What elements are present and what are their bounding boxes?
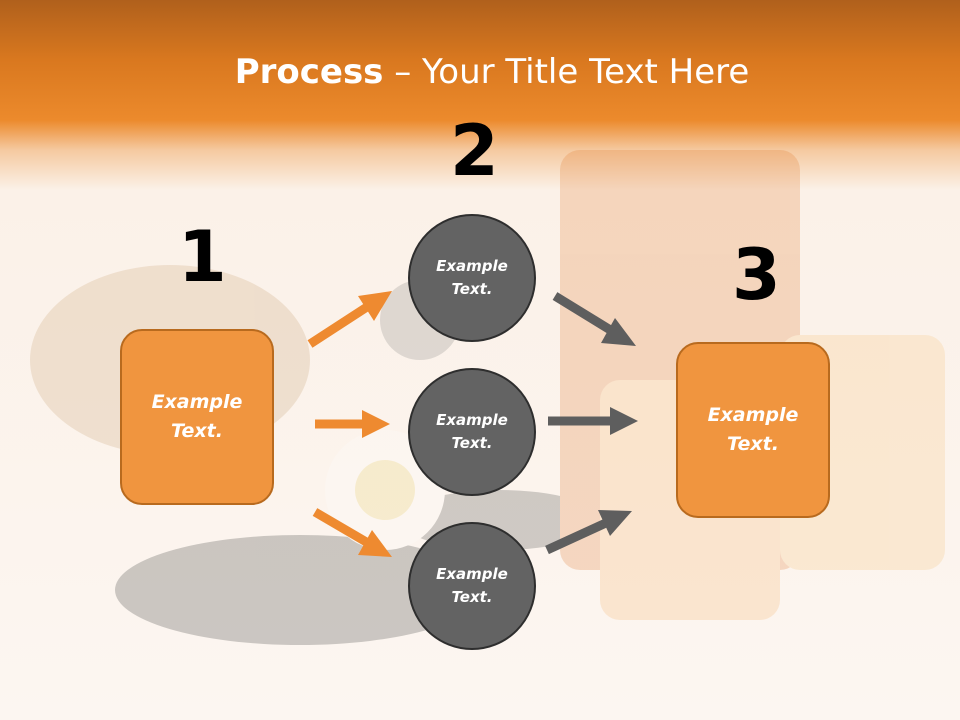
arrow-1-to-top bbox=[307, 291, 392, 348]
step-2-text-bottom: Example Text. bbox=[436, 565, 508, 606]
step-3-box: Example Text. bbox=[676, 342, 830, 518]
step-number-3: 3 bbox=[732, 234, 781, 316]
step-2-circle-top: Example Text. bbox=[408, 214, 536, 342]
slide-title: Process – Your Title Text Here bbox=[0, 52, 960, 92]
step-number-2: 2 bbox=[450, 110, 499, 192]
step-2-text-middle: Example Text. bbox=[436, 411, 508, 452]
step-3-text: Example Text. bbox=[707, 404, 799, 455]
arrow-top-to-3 bbox=[552, 292, 636, 346]
step-number-1: 1 bbox=[178, 216, 227, 298]
step-2-text-top: Example Text. bbox=[436, 257, 508, 298]
title-bold: Process bbox=[234, 52, 384, 92]
step-2-circle-bottom: Example Text. bbox=[408, 522, 536, 650]
step-1-box: Example Text. bbox=[120, 329, 274, 505]
arrow-1-to-middle bbox=[315, 410, 390, 438]
arrow-middle-to-3 bbox=[548, 407, 638, 435]
arrow-1-to-bottom bbox=[312, 508, 392, 557]
step-2-circle-middle: Example Text. bbox=[408, 368, 536, 496]
step-1-text: Example Text. bbox=[151, 391, 243, 442]
title-rest: – Your Title Text Here bbox=[383, 52, 750, 92]
arrow-bottom-to-3 bbox=[545, 510, 632, 555]
